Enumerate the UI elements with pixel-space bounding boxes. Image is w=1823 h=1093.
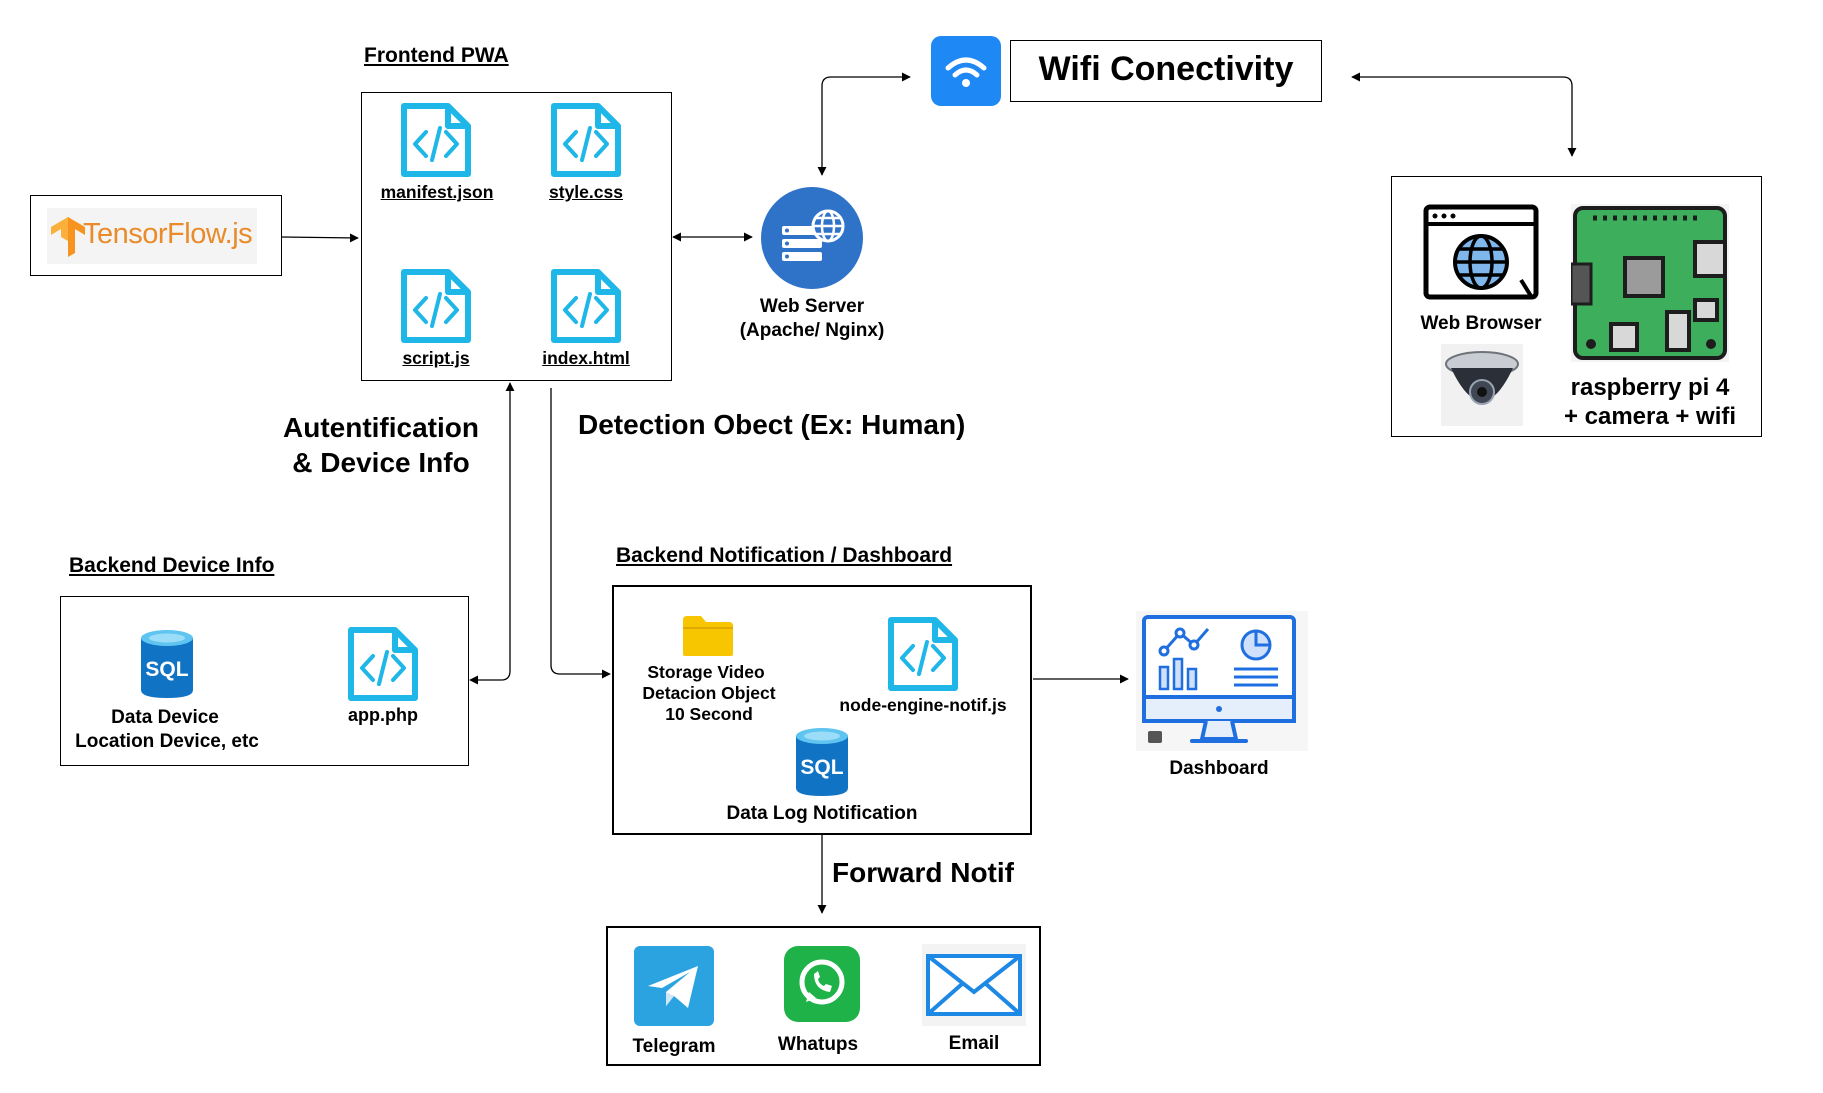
app-php-file-icon	[347, 626, 419, 702]
arrow-webserver-wifi	[817, 72, 911, 176]
telegram-icon	[634, 946, 714, 1026]
sql-db-icon: SQL	[139, 628, 195, 700]
storage-line2: Detacion Object	[642, 683, 776, 703]
wifi-label-box	[1010, 40, 1322, 102]
index-label: index.html	[542, 348, 630, 368]
backend-notif-title: Backend Notification / Dashboard	[616, 544, 953, 567]
storage-line3: 10 Second	[665, 704, 753, 724]
node-engine-label: node-engine-notif.js	[839, 695, 1007, 715]
backend-device-title: Backend Device Info	[69, 554, 275, 577]
app-php-label: app.php	[348, 705, 418, 725]
wifi-label: Wifi Conectivity	[1038, 50, 1294, 88]
forward-notif-label: Forward Notif	[832, 857, 1014, 888]
dashboard-label: Dashboard	[1169, 758, 1269, 779]
auth-label-line2: & Device Info	[292, 447, 470, 478]
browser-globe-icon	[1423, 204, 1539, 300]
telegram-label: Telegram	[632, 1036, 716, 1057]
style-file-icon	[550, 102, 622, 178]
tensorflow-logo: TensorFlow.js	[47, 208, 257, 264]
pi-line1: raspberry pi 4	[1570, 374, 1730, 401]
svg-text:SQL: SQL	[145, 658, 188, 681]
raspberry-pi-board-icon	[1571, 204, 1729, 362]
index-file-icon	[550, 268, 622, 344]
whatsapp-icon	[784, 946, 860, 1022]
detection-label: Detection Obect (Ex: Human)	[578, 409, 966, 440]
style-label: style.css	[549, 182, 623, 202]
pi-line2: + camera + wifi	[1563, 403, 1737, 430]
frontend-title: Frontend PWA	[364, 44, 509, 67]
tensorflow-icon	[51, 217, 85, 257]
device-db-line1: Data Device	[111, 707, 219, 728]
auth-label-line1: Autentification	[283, 412, 479, 443]
script-file-icon	[400, 268, 472, 344]
whatsapp-label: Whatups	[777, 1034, 859, 1055]
manifest-file-icon	[400, 102, 472, 178]
email-icon	[922, 944, 1026, 1026]
node-engine-file-icon	[887, 616, 959, 692]
manifest-label: manifest.json	[380, 182, 494, 202]
tensorflow-logo-text: TensorFlow.js	[83, 218, 253, 250]
browser-label: Web Browser	[1420, 313, 1542, 334]
svg-text:SQL: SQL	[800, 756, 843, 779]
script-label: script.js	[402, 348, 470, 368]
storage-line1: Storage Video	[647, 662, 765, 682]
device-db-line2: Location Device, etc	[75, 731, 259, 752]
dome-camera-icon	[1441, 344, 1523, 426]
server-globe-icon	[760, 186, 864, 290]
email-label: Email	[948, 1033, 1000, 1054]
log-sql-db-icon: SQL	[794, 726, 850, 798]
webserver-line1: Web Server	[759, 296, 865, 317]
arrow-tensorflow-frontend	[281, 233, 359, 243]
arrow-wifi-device	[1351, 72, 1577, 157]
webserver-line2: (Apache/ Nginx)	[739, 320, 885, 341]
log-db-label: Data Log Notification	[726, 803, 918, 824]
folder-icon	[681, 614, 735, 658]
dashboard-monitor-icon	[1136, 611, 1308, 751]
wifi-icon	[931, 36, 1001, 106]
